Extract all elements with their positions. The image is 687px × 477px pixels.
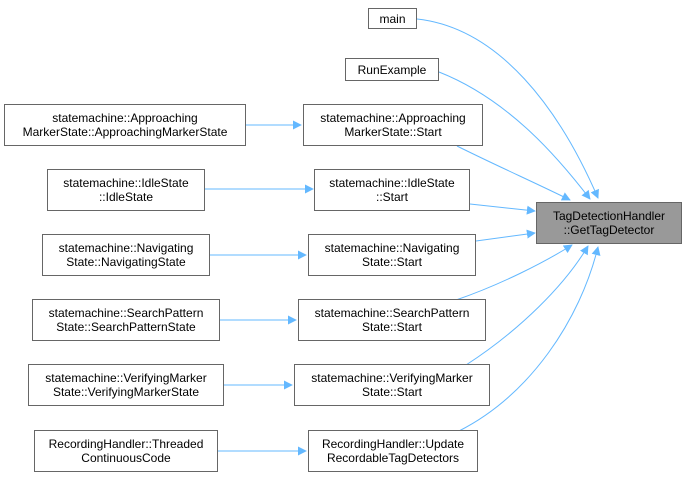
node-label: RunExample: [357, 62, 427, 77]
node-navigating-start[interactable]: statemachine::Navigating State::Start: [308, 234, 476, 276]
node-label-line1: statemachine::Approaching: [52, 111, 198, 125]
node-label-line1: statemachine::SearchPattern: [314, 306, 470, 320]
node-label-line2: State::Start: [361, 255, 423, 269]
edge-approaching-start-to-target: [456, 145, 571, 201]
edge-main-to-target: [416, 18, 599, 199]
node-recording-update[interactable]: RecordingHandler::Update RecordableTagDe…: [308, 430, 478, 472]
node-idle-ctor[interactable]: statemachine::IdleState ::IdleState: [47, 169, 205, 211]
node-label-line2: State::Start: [361, 320, 423, 334]
node-label-line1: RecordingHandler::Threaded: [48, 437, 204, 451]
node-label-line1: statemachine::Approaching: [320, 111, 466, 125]
node-label-line2: ::Start: [375, 190, 408, 204]
node-label-line1: statemachine::VerifyingMarker: [45, 371, 207, 385]
node-label-line2: ::GetTagDetector: [563, 223, 655, 237]
node-search-ctor[interactable]: statemachine::SearchPattern State::Searc…: [32, 299, 220, 341]
node-label-line1: statemachine::IdleState: [63, 176, 189, 190]
node-run-example[interactable]: RunExample: [345, 58, 439, 81]
node-label-line2: RecordableTagDetectors: [326, 451, 460, 465]
node-label: main: [379, 11, 406, 26]
node-idle-start[interactable]: statemachine::IdleState ::Start: [314, 169, 470, 211]
node-label-line2: ContinuousCode: [81, 451, 171, 465]
node-label-line1: statemachine::Navigating: [58, 241, 194, 255]
node-recording-threaded[interactable]: RecordingHandler::Threaded ContinuousCod…: [34, 430, 218, 472]
edge-search-start-to-target: [455, 244, 573, 301]
node-main[interactable]: main: [368, 8, 417, 29]
node-label-line1: RecordingHandler::Update: [321, 437, 465, 451]
node-label-line2: MarkerState::Start: [344, 125, 442, 139]
node-label-line2: State::SearchPatternState: [56, 320, 196, 334]
node-label-line1: statemachine::IdleState: [329, 176, 455, 190]
node-label-line2: State::NavigatingState: [66, 255, 186, 269]
node-verifying-ctor[interactable]: statemachine::VerifyingMarker State::Ver…: [28, 364, 224, 406]
edge-recording-update-to-target: [458, 246, 601, 432]
node-label-line1: statemachine::VerifyingMarker: [311, 371, 473, 385]
node-label-line1: statemachine::Navigating: [324, 241, 460, 255]
node-search-start[interactable]: statemachine::SearchPattern State::Start: [298, 299, 486, 341]
node-label-line2: MarkerState::ApproachingMarkerState: [22, 125, 228, 139]
node-label-line2: State::Start: [361, 385, 423, 399]
node-get-tag-detector: TagDetectionHandler ::GetTagDetector: [536, 202, 682, 244]
edge-idle-start-to-target: [469, 203, 536, 215]
node-label-line1: TagDetectionHandler: [552, 209, 666, 223]
node-approaching-ctor[interactable]: statemachine::Approaching MarkerState::A…: [4, 104, 246, 146]
node-navigating-ctor[interactable]: statemachine::Navigating State::Navigati…: [42, 234, 210, 276]
node-label-line2: State::VerifyingMarkerState: [52, 385, 200, 399]
node-label-line1: statemachine::SearchPattern: [48, 306, 204, 320]
node-label-line2: ::IdleState: [98, 190, 154, 204]
edge-verifying-start-to-target: [465, 245, 589, 366]
edge-navigating-start-to-target: [475, 229, 536, 242]
edge-runexample-to-target: [438, 71, 591, 200]
node-approaching-start[interactable]: statemachine::Approaching MarkerState::S…: [303, 104, 483, 146]
node-verifying-start[interactable]: statemachine::VerifyingMarker State::Sta…: [294, 364, 490, 406]
